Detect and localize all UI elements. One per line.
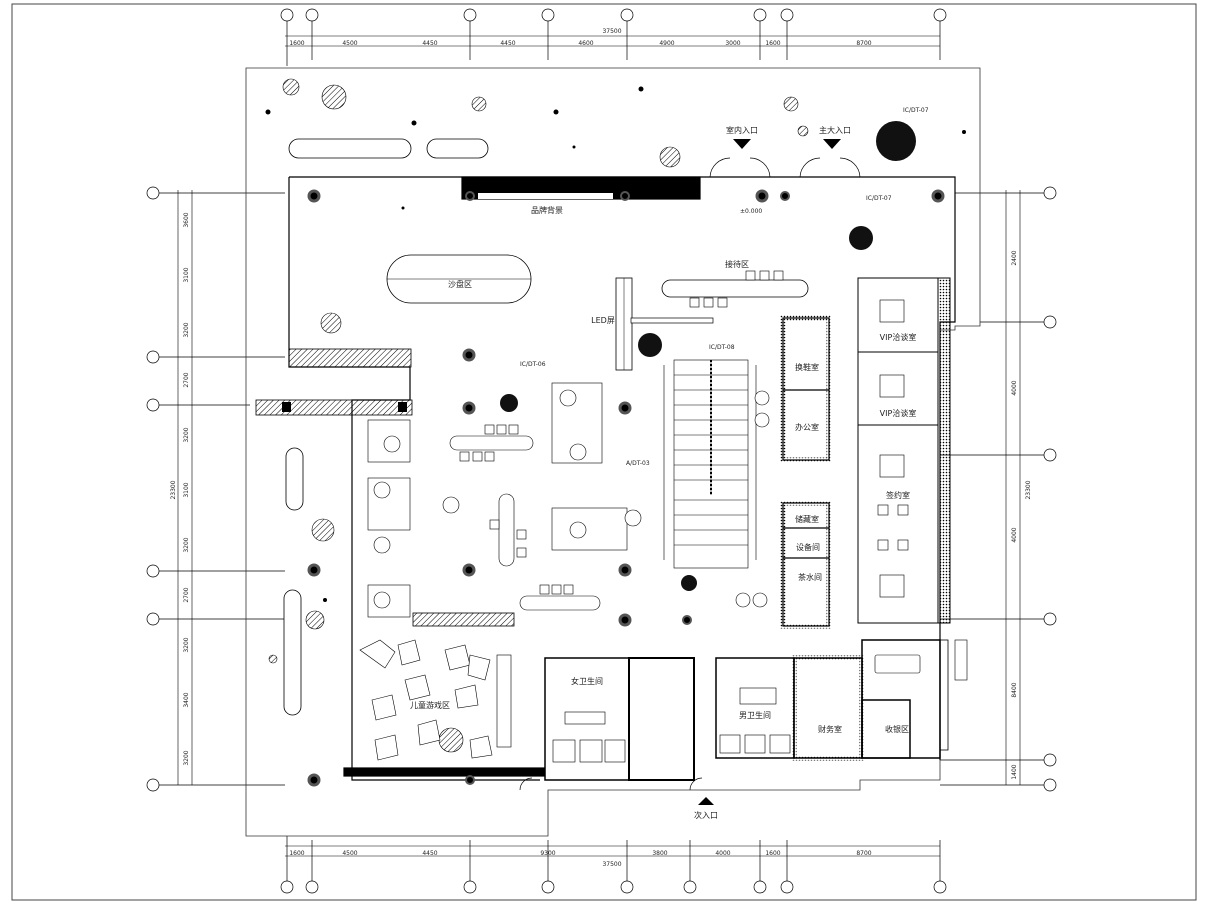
svg-text:1600: 1600	[765, 850, 780, 857]
reference-tags: IC/DT-07 IC/DT-07 IC/DT-08 IC/DT-06 A/DT…	[520, 107, 929, 467]
svg-text:2700: 2700	[183, 587, 190, 602]
svg-text:4500: 4500	[342, 40, 357, 47]
svg-text:4450: 4450	[422, 40, 437, 47]
svg-text:4450: 4450	[500, 40, 515, 47]
svg-text:4000: 4000	[1011, 527, 1018, 542]
svg-text:3200: 3200	[183, 750, 190, 765]
sphere-features	[500, 121, 916, 591]
hatched-wall-upper	[288, 348, 412, 368]
svg-text:4000: 4000	[715, 850, 730, 857]
svg-text:IC/DT-07: IC/DT-07	[866, 195, 892, 202]
svg-text:IC/DT-07: IC/DT-07	[903, 107, 929, 114]
label-side-entrance: 次入口	[694, 810, 718, 820]
left-total-dim: 23300	[170, 480, 177, 499]
svg-text:3200: 3200	[183, 322, 190, 337]
svg-text:4450: 4450	[422, 850, 437, 857]
left-grid-axes	[146, 186, 285, 792]
site-boundary	[245, 67, 981, 837]
right-total-dim: 23300	[1025, 480, 1032, 499]
reception-desk	[661, 279, 809, 298]
svg-text:IC/DT-06: IC/DT-06	[520, 361, 546, 368]
label-finance: 财务室	[818, 724, 842, 734]
svg-text:3200: 3200	[183, 537, 190, 552]
reception-chairs	[689, 270, 784, 308]
planter-strip	[412, 612, 515, 627]
label-vip-2: VIP洽谈室	[880, 408, 917, 418]
right-grid-axes	[940, 186, 1057, 792]
label-female-wc: 女卫生间	[571, 676, 603, 686]
top-total-dim: 37500	[602, 28, 621, 35]
entrances	[519, 139, 861, 805]
svg-text:4000: 4000	[1011, 380, 1018, 395]
label-changing-room: 换鞋室	[795, 362, 819, 372]
central-model-table	[673, 359, 749, 569]
svg-text:3100: 3100	[183, 267, 190, 282]
chair-markers	[459, 424, 574, 595]
svg-text:1400: 1400	[1011, 764, 1018, 779]
label-brand-wall: 品牌背景	[531, 205, 563, 215]
label-sand-table: 沙盘区	[448, 279, 472, 289]
svg-text:4900: 4900	[659, 40, 674, 47]
svg-text:3400: 3400	[183, 692, 190, 707]
trees	[268, 78, 809, 753]
svg-text:IC/DT-08: IC/DT-08	[709, 344, 735, 351]
hatched-wall-lower	[255, 399, 413, 416]
drawing-frame	[11, 3, 1197, 901]
svg-text:3600: 3600	[183, 212, 190, 227]
bottom-grid-axes	[280, 836, 947, 894]
label-tea-room: 茶水间	[798, 572, 822, 582]
level-mark: ±0.000	[740, 208, 762, 215]
decor-dots	[265, 86, 966, 602]
outdoor-benches	[283, 138, 489, 716]
right-dimension-chain: 23300 2400 4000 4000 8400 1400	[1005, 190, 1032, 785]
svg-text:A/DT-03: A/DT-03	[626, 460, 650, 467]
bottom-total-dim: 37500	[602, 861, 621, 868]
right-wing-rooms	[857, 277, 951, 624]
top-dimension-chain: 37500 1600 4500 4450 4450 4600 4900 3000…	[285, 28, 940, 47]
svg-text:4600: 4600	[578, 40, 593, 47]
label-led: LED屏	[591, 316, 615, 325]
label-vip-1: VIP洽谈室	[880, 332, 917, 342]
svg-text:8700: 8700	[856, 850, 871, 857]
svg-text:1600: 1600	[765, 40, 780, 47]
svg-text:2400: 2400	[1011, 250, 1018, 265]
svg-text:1600: 1600	[289, 850, 304, 857]
label-main-entrance: 室内入口	[726, 125, 758, 135]
label-reception: 接待区	[725, 259, 749, 269]
svg-text:4500: 4500	[342, 850, 357, 857]
label-signing: 签约室	[886, 490, 910, 500]
label-cashier: 收银区	[885, 724, 909, 734]
kids-play-area	[359, 639, 512, 761]
label-main-entrance-2: 主大入口	[819, 125, 851, 135]
svg-text:8400: 8400	[1011, 682, 1018, 697]
restroom-fixtures	[552, 654, 921, 763]
right-wall-strip	[939, 639, 949, 751]
svg-text:3100: 3100	[183, 482, 190, 497]
left-dimension-chain: 23300 3600 3100 3200 2700 3200 3100 3200…	[170, 190, 193, 785]
top-grid-axes	[280, 8, 947, 66]
label-office: 办公室	[795, 422, 819, 432]
svg-text:3800: 3800	[652, 850, 667, 857]
svg-text:3200: 3200	[183, 637, 190, 652]
label-male-wc: 男卫生间	[739, 710, 771, 720]
negotiation-furniture	[367, 382, 770, 618]
structural-columns	[307, 189, 945, 787]
svg-text:1600: 1600	[289, 40, 304, 47]
vip-furniture	[877, 299, 909, 598]
label-utility: 设备间	[796, 542, 820, 552]
svg-text:3200: 3200	[183, 427, 190, 442]
bottom-dimension-chain: 37500 1600 4500 4450 9300 3800 4000 1600…	[285, 845, 940, 868]
service-rooms	[780, 315, 832, 629]
svg-text:2700: 2700	[183, 372, 190, 387]
label-kids-area: 儿童游戏区	[410, 700, 450, 710]
svg-text:8700: 8700	[856, 40, 871, 47]
svg-text:3000: 3000	[725, 40, 740, 47]
label-storage: 储藏室	[795, 514, 819, 524]
